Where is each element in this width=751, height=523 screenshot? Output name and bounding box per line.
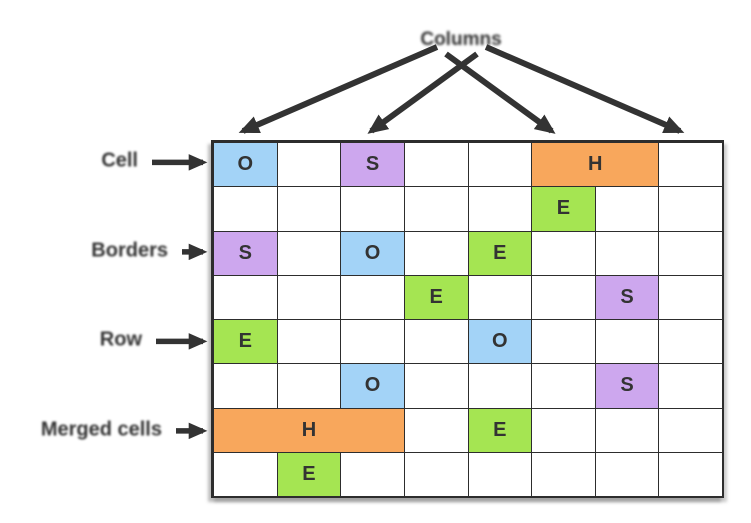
grid-cell bbox=[658, 186, 723, 232]
grid-cell bbox=[531, 407, 596, 453]
row-label: Borders bbox=[91, 239, 168, 262]
letter-cell: S bbox=[594, 363, 660, 409]
grid-cell bbox=[531, 319, 596, 365]
row-label: Cell bbox=[101, 149, 138, 172]
letter-cell: O bbox=[340, 363, 405, 409]
grid-cell bbox=[531, 363, 596, 409]
grid-cell bbox=[467, 451, 533, 497]
letter-cell: E bbox=[531, 186, 596, 232]
grid-cell bbox=[594, 186, 660, 232]
grid-cell bbox=[276, 274, 342, 320]
letter-cell: E bbox=[213, 319, 278, 365]
grid-cell bbox=[340, 274, 405, 320]
grid-cell bbox=[403, 451, 469, 497]
grid-cell bbox=[531, 230, 596, 276]
letter-cell: E bbox=[467, 230, 533, 276]
letter-cell: S bbox=[213, 230, 278, 276]
row-arrows bbox=[152, 154, 208, 440]
grid-cell bbox=[340, 451, 405, 497]
letter-cell: S bbox=[340, 142, 405, 188]
grid-cell bbox=[213, 363, 278, 409]
grid-cell bbox=[276, 230, 342, 276]
grid-cell bbox=[276, 319, 342, 365]
grid-cell bbox=[594, 230, 660, 276]
letter-cell: O bbox=[467, 319, 533, 365]
row-label: Merged cells bbox=[40, 418, 162, 441]
grid-cell bbox=[658, 407, 723, 453]
grid-cell bbox=[467, 363, 533, 409]
grid-cell bbox=[213, 451, 278, 497]
grid-cell bbox=[403, 142, 469, 188]
letter-cell: O bbox=[340, 230, 405, 276]
letter-cell: H bbox=[213, 407, 405, 453]
grid-cell bbox=[340, 319, 405, 365]
letter-cell: H bbox=[531, 142, 660, 188]
column-arrows bbox=[238, 44, 685, 134]
grid-cell bbox=[467, 142, 533, 188]
grid-cell bbox=[658, 451, 723, 497]
letter-cell: E bbox=[467, 407, 533, 453]
column-arrow bbox=[484, 44, 685, 134]
grid-cell bbox=[531, 451, 596, 497]
grid-cell bbox=[658, 274, 723, 320]
grid-cell bbox=[531, 274, 596, 320]
grid-cell bbox=[403, 407, 469, 453]
grid-cell bbox=[467, 186, 533, 232]
letter-cell: E bbox=[403, 274, 469, 320]
grid-cell bbox=[213, 186, 278, 232]
grid-cell bbox=[658, 363, 723, 409]
grid-cell bbox=[658, 230, 723, 276]
grid-cell bbox=[467, 274, 533, 320]
columns-label: Columns bbox=[420, 29, 502, 50]
row-label: Row bbox=[99, 328, 142, 351]
column-arrow bbox=[367, 51, 479, 134]
grid-cell bbox=[658, 319, 723, 365]
grid-cell bbox=[403, 230, 469, 276]
grid-cell bbox=[658, 142, 723, 188]
grid-cell bbox=[276, 186, 342, 232]
grid-cell bbox=[276, 142, 342, 188]
grid-cell bbox=[213, 274, 278, 320]
letter-cell: E bbox=[276, 451, 342, 497]
letter-cell: O bbox=[213, 142, 278, 188]
grid-cell bbox=[340, 186, 405, 232]
grid-cell bbox=[594, 407, 660, 453]
column-arrow bbox=[444, 51, 556, 134]
column-arrow bbox=[238, 44, 439, 134]
grid-cell bbox=[403, 186, 469, 232]
grid-cell bbox=[594, 319, 660, 365]
grid-cell bbox=[403, 363, 469, 409]
grid-cell bbox=[594, 451, 660, 497]
letter-cell: S bbox=[594, 274, 660, 320]
grid-cell bbox=[276, 363, 342, 409]
grid-cell bbox=[403, 319, 469, 365]
